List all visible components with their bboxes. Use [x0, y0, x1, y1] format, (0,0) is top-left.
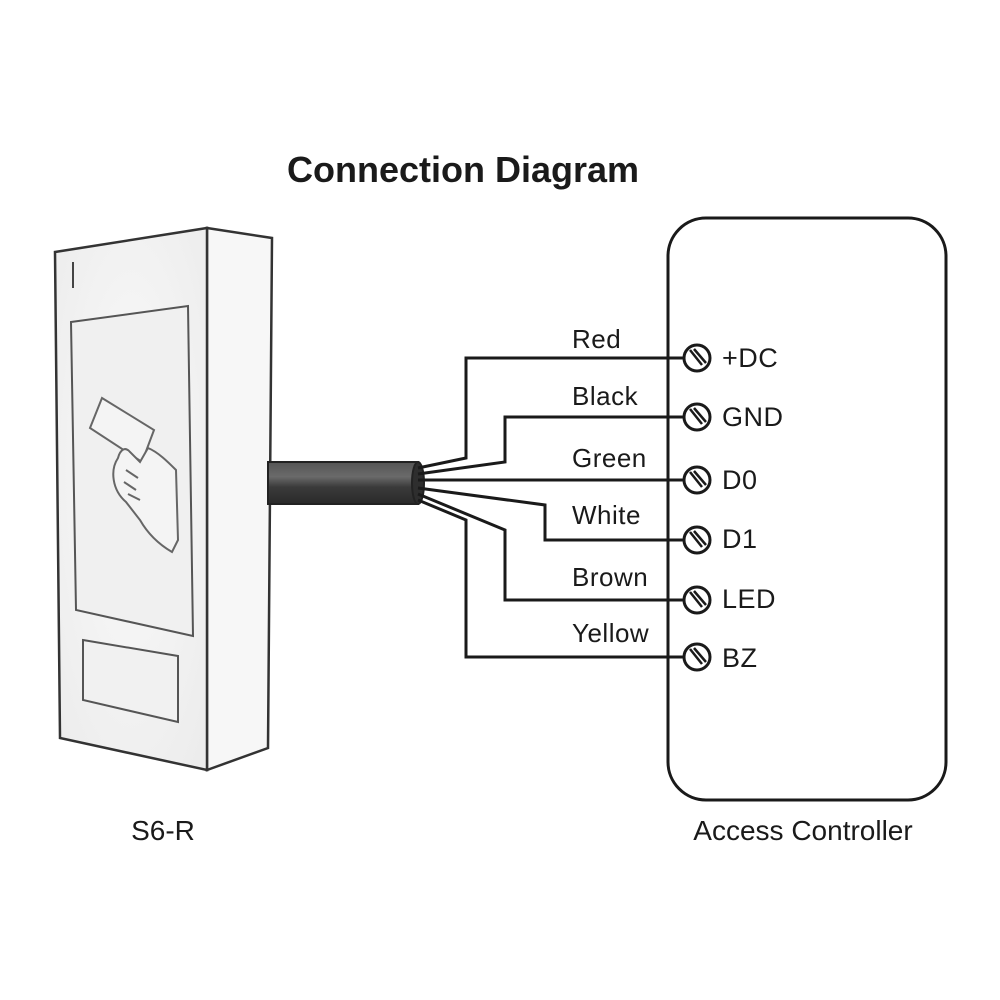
wire-label-brown: Brown — [572, 562, 648, 592]
wire-red — [417, 356, 683, 470]
terminal-screw-icon — [682, 642, 712, 672]
terminal-labels: +DC GND D0 D1 LED BZ — [722, 343, 784, 673]
reader-indicator-window — [82, 638, 179, 724]
wire-label-black: Black — [572, 381, 639, 411]
terminal-screw-icon — [682, 525, 712, 555]
wire-labels: Red Black Green White Brown Yellow — [572, 324, 649, 648]
terminal-label-gnd: GND — [722, 402, 784, 432]
controller-label: Access Controller — [693, 815, 912, 846]
terminal-label-d0: D0 — [722, 465, 758, 495]
reader-side-panel — [205, 226, 274, 772]
access-controller-box — [666, 216, 948, 802]
wire-brown — [417, 492, 683, 602]
reader-device — [53, 226, 274, 772]
terminal-screw-icon — [682, 343, 712, 373]
wire-label-green: Green — [572, 443, 647, 473]
terminal-label-dc: +DC — [722, 343, 778, 373]
terminal-screw-icon — [682, 402, 712, 432]
wire-black — [417, 415, 683, 476]
terminal-label-led: LED — [722, 584, 776, 614]
wire-yellow — [417, 498, 683, 659]
reader-label: S6-R — [131, 815, 195, 846]
wire-white — [417, 486, 683, 542]
diagram-title: Connection Diagram — [287, 149, 639, 190]
reader-cable — [267, 461, 425, 505]
wire-label-white: White — [572, 500, 641, 530]
wire-label-red: Red — [572, 324, 621, 354]
rfid-card-hand-icon — [88, 396, 180, 554]
terminals-layer — [682, 343, 712, 672]
wire-label-yellow: Yellow — [572, 618, 649, 648]
terminal-label-d1: D1 — [722, 524, 758, 554]
terminal-label-bz: BZ — [722, 643, 758, 673]
terminal-screw-icon — [682, 585, 712, 615]
wires-layer — [417, 356, 683, 659]
terminal-screw-icon — [682, 465, 712, 495]
